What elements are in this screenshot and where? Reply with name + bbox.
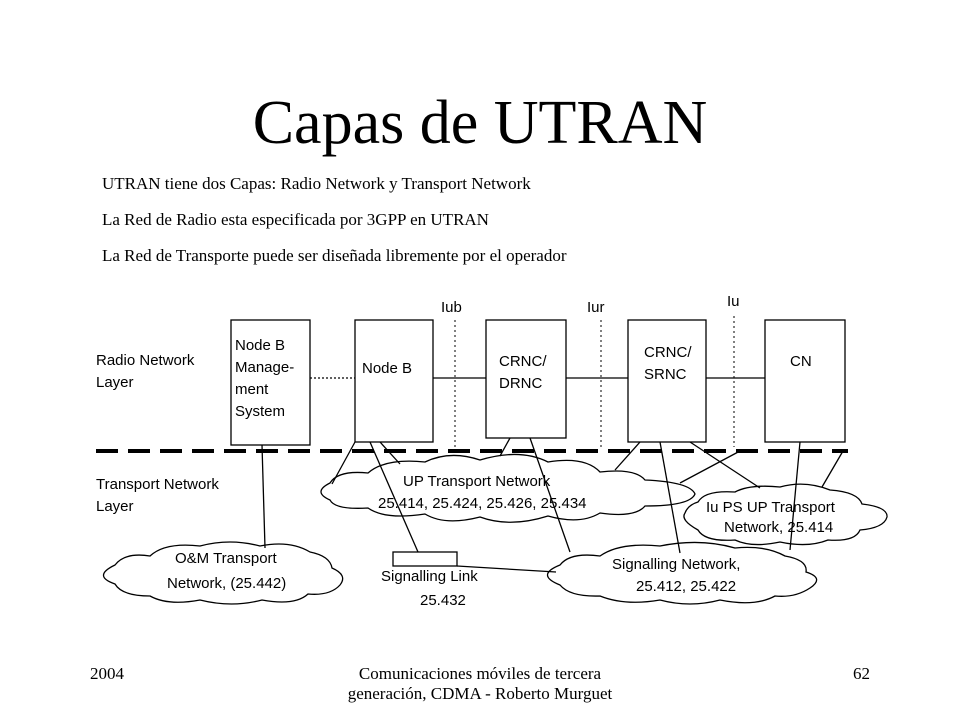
transport-layer-label-2: Layer [96, 498, 134, 515]
nodeb-to-up-line-left [331, 441, 356, 485]
nodeb-mgmt-label-2: Manage- [235, 359, 294, 376]
bullet-3: La Red de Transporte puede ser diseñada … [102, 246, 567, 265]
signalling-network-label-1: Signalling Network, [612, 556, 740, 573]
nodeb-mgmt-label-3: ment [235, 381, 269, 398]
iu-ps-cloud [683, 483, 888, 546]
signalling-network-cloud [546, 541, 818, 605]
radio-layer-label-2: Layer [96, 374, 134, 391]
srnc-to-up-line [614, 441, 641, 471]
transport-layer-label-1: Transport Network [96, 476, 219, 493]
nodeb-label: Node B [362, 360, 412, 377]
drnc-to-up-line [499, 437, 511, 457]
om-transport-cloud [102, 541, 344, 605]
signalling-link-box [392, 551, 458, 567]
crnc-drnc-box [485, 319, 567, 439]
signalling-link-to-net-line [456, 565, 557, 573]
iub-label: Iub [441, 299, 462, 316]
srnc-to-signalling-line [659, 441, 681, 554]
cn-box [764, 319, 846, 443]
om-transport-label-1: O&M Transport [175, 550, 278, 567]
cn-to-iups-line [821, 450, 844, 488]
node-b-management-box [230, 319, 311, 446]
cn-label: CN [790, 353, 812, 370]
nodeb-to-signalling-link-line [369, 441, 419, 553]
crnc-drnc-label-2: DRNC [499, 375, 542, 392]
signalling-link-label-2: 25.432 [420, 592, 466, 609]
up-transport-label-1: UP Transport Network [403, 473, 551, 490]
signalling-network-label-2: 25.412, 25.422 [636, 578, 736, 595]
nodeb-to-up-line [379, 441, 401, 465]
iu-ps-label-1: Iu PS UP Transport [706, 499, 836, 516]
srnc-to-iups-line [689, 441, 761, 489]
crnc-srnc-label-2: SRNC [644, 366, 687, 383]
node-b-box [354, 319, 434, 443]
footer-year: 2004 [90, 664, 124, 683]
footer-page-number: 62 [853, 664, 870, 683]
drnc-to-signalling-line [529, 437, 571, 553]
signalling-link-label-1: Signalling Link [381, 568, 478, 585]
up-transport-label-2: 25.414, 25.424, 25.426, 25.434 [378, 495, 587, 512]
cn-to-up-line [679, 450, 741, 484]
iu-label: Iu [727, 293, 740, 310]
cn-to-signalling-line [789, 441, 801, 551]
footer-course: Comunicaciones móviles de tercera genera… [347, 664, 613, 703]
bullet-1: UTRAN tiene dos Capas: Radio Network y T… [102, 174, 531, 193]
crnc-drnc-label-1: CRNC/ [499, 353, 547, 370]
crnc-srnc-box [627, 319, 707, 443]
iur-label: Iur [587, 299, 605, 316]
iu-ps-label-2: Network, 25.414 [724, 519, 833, 536]
nodeb-mgmt-label-4: System [235, 403, 285, 420]
om-transport-label-2: Network, (25.442) [167, 575, 286, 592]
nodeb-mgmt-label-1: Node B [235, 337, 285, 354]
bullet-2: La Red de Radio esta especificada por 3G… [102, 210, 489, 229]
slide-title: Capas de UTRAN [252, 89, 708, 157]
radio-layer-label-1: Radio Network [96, 352, 195, 369]
up-transport-cloud [320, 453, 696, 523]
mgmt-to-om-line [261, 444, 266, 549]
crnc-srnc-label-1: CRNC/ [644, 344, 692, 361]
